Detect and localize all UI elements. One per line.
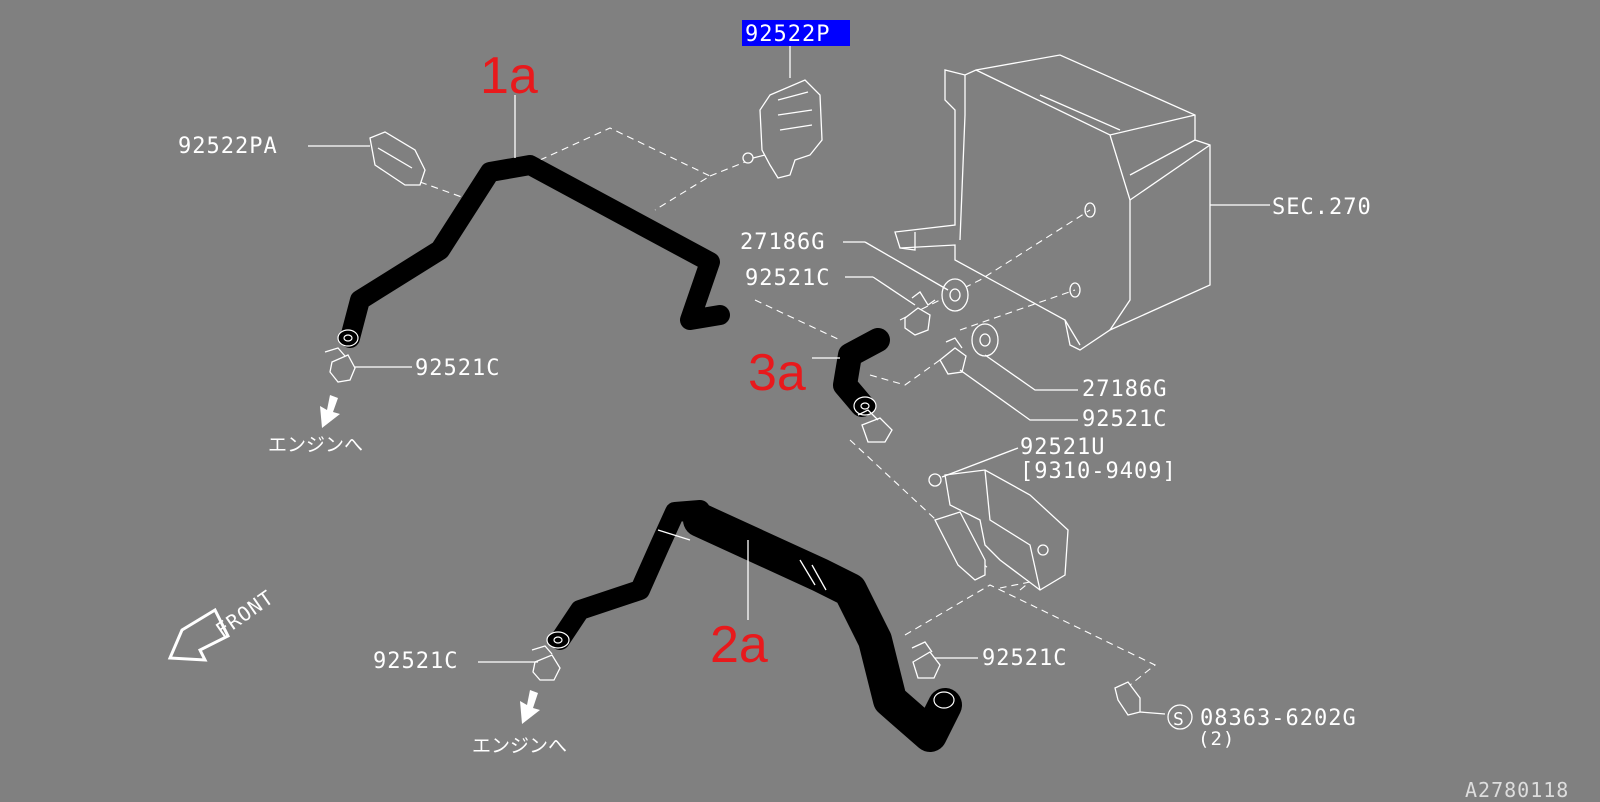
arrow-to-engine-2 [520, 690, 540, 724]
label-92521c-bottom-left[interactable]: 92521C [373, 649, 458, 674]
clamp-92521c-right-mid[interactable] [939, 337, 967, 375]
canister-drawing [894, 54, 1270, 351]
clamp-92521c-left[interactable] [324, 347, 356, 383]
clamp-92521c-bottom-right[interactable] [911, 641, 941, 679]
valve-92521u-drawing[interactable] [928, 447, 1069, 591]
arrow-to-engine-1 [320, 395, 340, 428]
label-92522pa[interactable]: 92522PA [178, 134, 278, 159]
leader-lines [355, 95, 1078, 663]
label-92521c-right-mid[interactable]: 92521C [1082, 407, 1167, 432]
hose-1a-shape[interactable] [337, 155, 730, 348]
label-92522p[interactable]: 92522P [745, 22, 830, 47]
label-92521c-left[interactable]: 92521C [415, 356, 500, 381]
part-92522p-drawing[interactable] [742, 46, 823, 179]
guide-lines [419, 127, 1157, 686]
clamp-lower-3a[interactable] [857, 409, 893, 443]
bolt-08363-drawing[interactable] [1114, 681, 1166, 716]
label-27186g-upper[interactable]: 27186G [740, 230, 825, 255]
label-bolt-qty: (2) [1198, 728, 1235, 750]
label-92521u[interactable]: 92521U [1020, 435, 1105, 460]
front-arrow-icon [167, 607, 231, 662]
label-to-engine-1: エンジンへ [268, 434, 363, 456]
diagram-id: A2780118 [1465, 778, 1569, 802]
highlight-92522p [742, 20, 850, 46]
part-92522pa-drawing[interactable] [308, 131, 426, 186]
clamp-92521c-bottom-left[interactable] [531, 645, 561, 681]
label-92521c-upper-right[interactable]: 92521C [745, 266, 830, 291]
label-sec270[interactable]: SEC.270 [1272, 195, 1372, 220]
hose-2a-shape[interactable] [546, 500, 962, 752]
label-92521u-range: [9310-9409] [1020, 459, 1177, 484]
callout-2a[interactable]: 2a [710, 616, 768, 674]
bolt-symbol: S [1173, 709, 1185, 730]
bolt-label[interactable]: S 08363-6202G (2) [1167, 704, 1357, 750]
label-92521c-bottom-right[interactable]: 92521C [982, 646, 1067, 671]
callout-3a[interactable]: 3a [748, 344, 806, 402]
label-27186g-lower[interactable]: 27186G [1082, 377, 1167, 402]
grommet-27186g-lower[interactable] [971, 323, 999, 357]
label-front: FRONT [211, 585, 278, 642]
label-bolt-08363[interactable]: 08363-6202G [1200, 706, 1357, 731]
hose-3a-shape[interactable] [833, 328, 890, 417]
grommet-27186g-upper[interactable] [941, 278, 969, 312]
clamp-92521c-upper-right[interactable] [904, 291, 936, 336]
callout-1a[interactable]: 1a [480, 47, 538, 105]
label-to-engine-2: エンジンへ [472, 735, 567, 757]
